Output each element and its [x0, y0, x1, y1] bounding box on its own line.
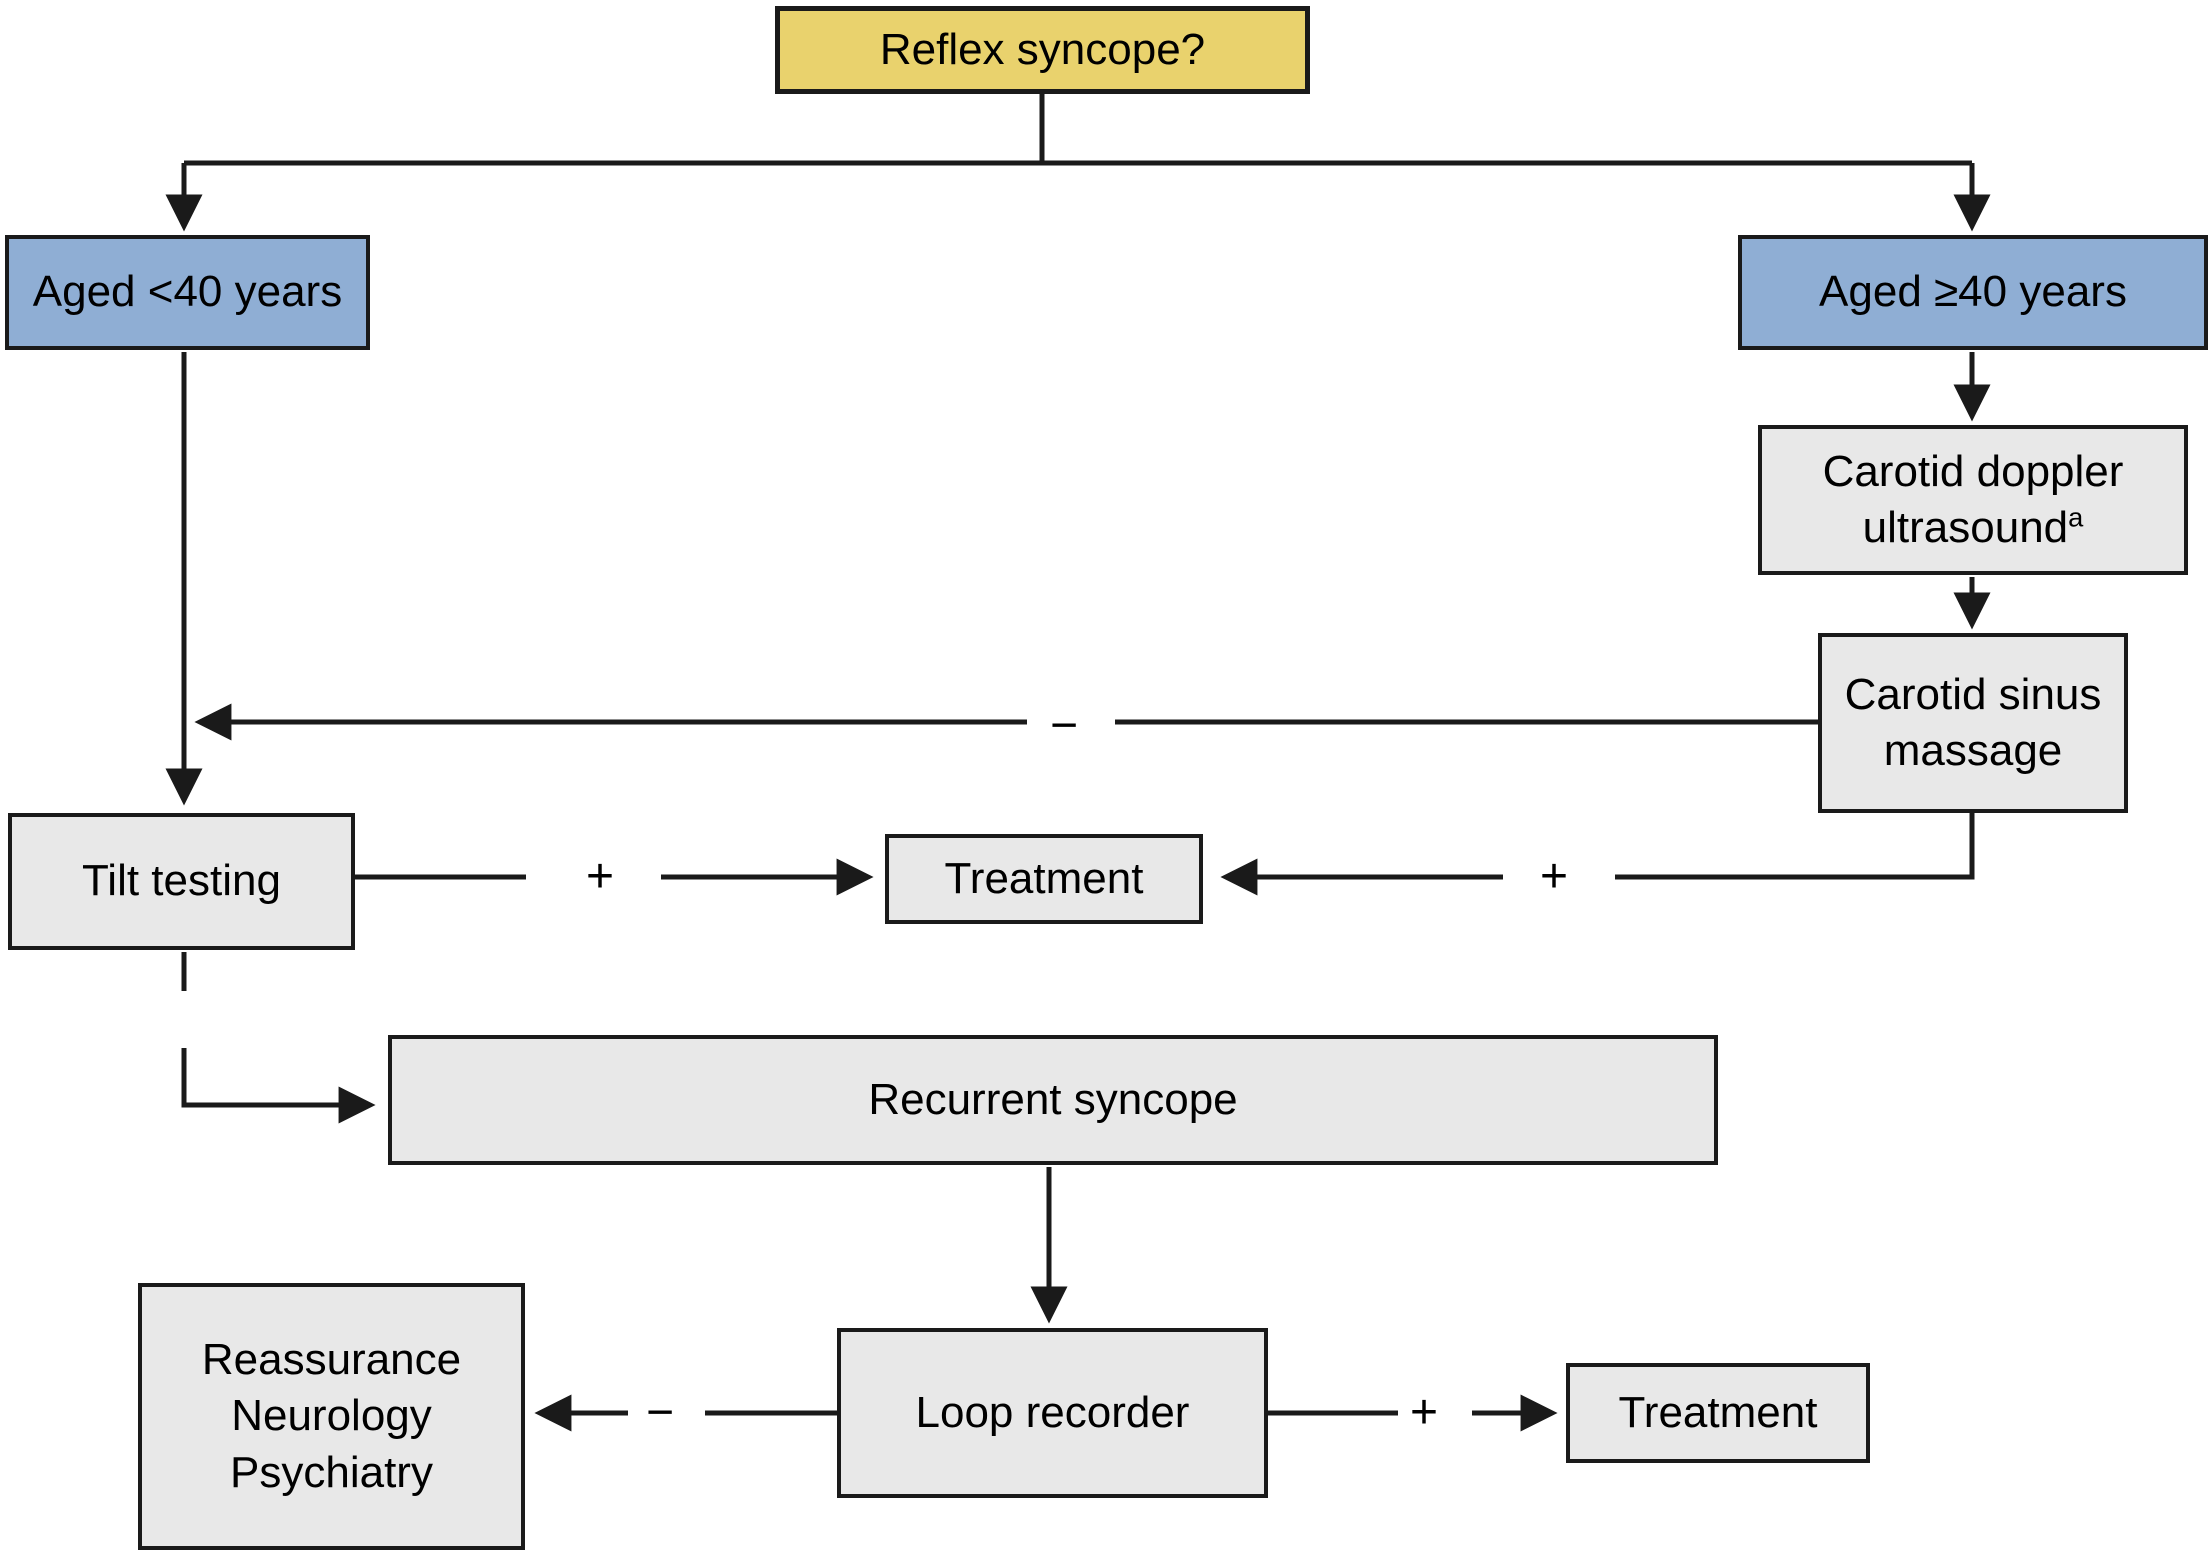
edge-label-loop-negative: −: [639, 1389, 681, 1437]
node-treatment-bottom-label: Treatment: [1618, 1387, 1818, 1437]
node-carotid-doppler-line1: Carotid doppler: [1822, 446, 2124, 496]
node-aged-40-plus-label: Aged ≥40 years: [1819, 267, 2127, 317]
node-reassurance-line1: Reassurance: [201, 1335, 462, 1385]
edge-label-loop-positive: +: [1403, 1389, 1445, 1437]
node-treatment-mid: Treatment: [885, 834, 1203, 924]
node-carotid-sinus-massage: Carotid sinus massage: [1818, 633, 2128, 813]
node-carotid-sinus-massage-line2: massage: [1883, 726, 2063, 775]
node-treatment-bottom: Treatment: [1566, 1363, 1870, 1463]
node-recurrent-syncope-label: Recurrent syncope: [868, 1074, 1238, 1124]
edge-reflex-split: [184, 92, 1972, 166]
node-carotid-sinus-massage-line1: Carotid sinus: [1844, 669, 2102, 719]
node-tilt-testing: Tilt testing: [8, 813, 355, 950]
footnote-marker-a: a: [2068, 501, 2084, 533]
edge-label-carotid-negative: −: [1043, 702, 1085, 750]
node-loop-recorder-label: Loop recorder: [915, 1387, 1190, 1437]
node-carotid-doppler-line2-text: ultrasound: [1862, 503, 2069, 552]
edge-csm-positive-segment: [1615, 810, 1975, 880]
node-carotid-doppler-ultrasound: Carotid doppler ultrasounda: [1758, 425, 2188, 575]
edge-label-carotid-positive: +: [1533, 853, 1575, 901]
node-aged-under-40-label: Aged <40 years: [32, 267, 343, 317]
edge-tilt-to-recurrent-arrow: [181, 1048, 376, 1124]
node-treatment-mid-label: Treatment: [944, 853, 1144, 903]
node-reflex-syncope: Reflex syncope?: [775, 6, 1310, 94]
node-reassurance-neurology-psychiatry: Reassurance Neurology Psychiatry: [138, 1283, 525, 1550]
node-loop-recorder: Loop recorder: [837, 1328, 1268, 1498]
node-reassurance-line2: Neurology: [231, 1391, 432, 1441]
edge-label-tilt-positive: +: [579, 853, 621, 901]
node-tilt-testing-label: Tilt testing: [82, 856, 281, 906]
node-reassurance-line3: Psychiatry: [230, 1447, 433, 1497]
node-recurrent-syncope: Recurrent syncope: [388, 1035, 1718, 1165]
node-aged-40-plus: Aged ≥40 years: [1738, 235, 2208, 350]
node-aged-under-40: Aged <40 years: [5, 235, 370, 350]
node-reflex-syncope-label: Reflex syncope?: [879, 24, 1206, 74]
node-carotid-doppler-line2: ultrasounda: [1863, 500, 2084, 556]
